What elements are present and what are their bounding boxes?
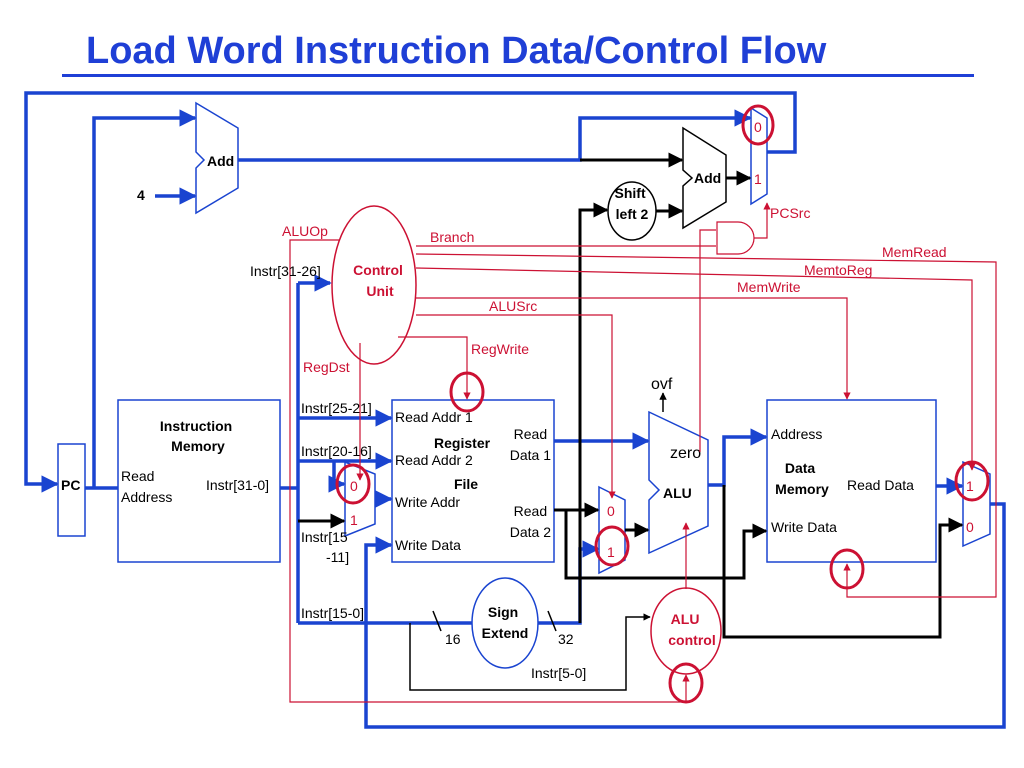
instruction-memory-title: Instruction Memory	[160, 418, 236, 454]
data-memory	[766, 399, 937, 563]
data-memory-title: Data Memory	[775, 460, 829, 497]
address-label: Address	[771, 426, 822, 442]
alusrc-mux-input-0: 0	[607, 503, 615, 519]
instr-20-16-label: Instr[20-16]	[301, 443, 372, 459]
aluop-label: ALUOp	[282, 223, 328, 239]
instr-25-21-label: Instr[25-21]	[301, 400, 372, 416]
alusrc-label: ALUSrc	[489, 298, 537, 314]
alusrc-mux-input-1: 1	[607, 544, 615, 560]
shift-left-2-label: Shift left 2	[615, 185, 650, 222]
instr-31-26-label: Instr[31-26]	[250, 263, 321, 279]
control-unit	[331, 205, 417, 365]
constant-four: 4	[137, 187, 145, 203]
branch-adder-label: Add	[694, 170, 721, 186]
instruction-memory	[117, 399, 281, 563]
title-underline	[62, 74, 974, 77]
branch-and-gate	[716, 221, 755, 255]
zero-label: zero	[670, 445, 701, 462]
regdst-label: RegDst	[303, 359, 350, 375]
pcsrc-label: PCSrc	[770, 205, 810, 221]
register-file	[391, 399, 555, 563]
pc-register	[57, 443, 86, 537]
pc-label: PC	[61, 477, 80, 493]
sign-extend	[471, 577, 539, 669]
alu	[648, 410, 709, 555]
memtoreg-mux-input-1: 1	[966, 478, 974, 494]
dm-write-data-label: Write Data	[771, 519, 837, 535]
pc-mux-input-1: 1	[754, 171, 762, 187]
regwrite-label: RegWrite	[471, 341, 529, 357]
read-data-1-label: Read Data 1	[510, 426, 551, 463]
ovf-label: ovf	[651, 376, 673, 393]
pc-adder-label: Add	[207, 153, 234, 169]
red-control-signals	[289, 202, 997, 703]
instr-31-0-label: Instr[31-0]	[206, 477, 269, 493]
memwrite-label: MemWrite	[737, 279, 801, 295]
read-address-label: Read Address	[121, 468, 172, 505]
sign-extend-label: Sign Extend	[482, 604, 529, 641]
memtoreg-label: MemtoReg	[804, 262, 872, 278]
instr-15-0-label: Instr[15-0]	[301, 605, 364, 621]
control-unit-label: Control Unit	[353, 262, 407, 299]
page-title: Load Word Instruction Data/Control Flow	[86, 30, 827, 72]
regdst-mux-input-0: 0	[350, 478, 358, 494]
alu-label: ALU	[663, 485, 692, 501]
read-addr-1-label: Read Addr 1	[395, 409, 473, 425]
read-data-2-label: Read Data 2	[510, 503, 551, 540]
bus-width-32: 32	[558, 631, 574, 647]
write-addr-label: Write Addr	[395, 494, 460, 510]
read-addr-2-label: Read Addr 2	[395, 452, 473, 468]
pc-mux-input-0: 0	[754, 119, 762, 135]
alu-control-label: ALU control	[668, 611, 715, 648]
instr-15-11-label: Instr[15 -11]	[301, 529, 352, 565]
bus-width-16: 16	[445, 631, 461, 647]
register-file-title: Register File	[434, 435, 494, 492]
dm-read-data-label: Read Data	[847, 477, 914, 493]
black-data-paths	[298, 152, 964, 691]
alu-control	[650, 587, 722, 675]
highlight-circles	[335, 104, 990, 704]
memtoreg-mux-input-0: 0	[966, 519, 974, 535]
regdst-mux-input-1: 1	[350, 512, 358, 528]
instr-5-0-label: Instr[5-0]	[531, 665, 586, 681]
blue-data-paths	[24, 91, 1006, 729]
rf-write-data-label: Write Data	[395, 537, 461, 553]
memread-label: MemRead	[882, 244, 947, 260]
branch-label: Branch	[430, 229, 474, 245]
